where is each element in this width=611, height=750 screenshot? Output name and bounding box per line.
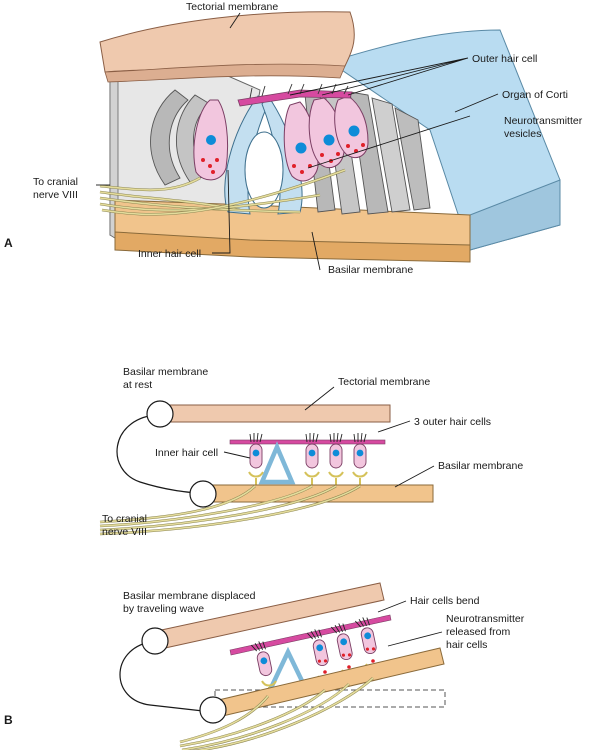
label-vesicles-1: Neurotransmitter: [504, 115, 583, 127]
label-released-3: hair cells: [446, 639, 487, 651]
label-3-outer: 3 outer hair cells: [414, 416, 491, 428]
panel-b-displaced: Basilar membrane displaced by traveling …: [4, 582, 525, 750]
label-rest-1: Basilar membrane: [123, 366, 208, 378]
nerve-fibers-a: [99, 168, 346, 216]
label-inner-hair-b: Inner hair cell: [155, 447, 218, 459]
label-nerve-a-1: To cranial: [33, 176, 78, 188]
label-nerve-b-1: To cranial: [102, 513, 147, 525]
label-rest-2: at rest: [123, 379, 152, 391]
label-released-2: released from: [446, 626, 510, 638]
label-displaced-1: Basilar membrane displaced: [123, 590, 256, 602]
label-released-1: Neurotransmitter: [446, 613, 525, 625]
tectorial-membrane-b: [154, 404, 391, 423]
panel-a: Tectorial membrane Outer hair cell Organ…: [4, 1, 583, 276]
label-outer-hair-cell: Outer hair cell: [472, 53, 537, 65]
label-nerve-a-2: nerve VIII: [33, 189, 78, 201]
label-organ-of-corti: Organ of Corti: [502, 89, 568, 101]
label-basilar-b: Basilar membrane: [438, 460, 523, 472]
label-displaced-2: by traveling wave: [123, 603, 204, 615]
panel-b-rest: Basilar membrane at rest Tectorial membr…: [99, 366, 523, 538]
panel-letter-a: A: [4, 236, 13, 250]
panel-letter-b: B: [4, 713, 13, 727]
label-nerve-b-2: nerve VIII: [102, 526, 147, 538]
label-vesicles-2: vesicles: [504, 128, 541, 140]
label-basilar-a: Basilar membrane: [328, 264, 413, 276]
label-tectorial-b: Tectorial membrane: [338, 376, 430, 388]
label-tectorial-membrane: Tectorial membrane: [186, 1, 278, 13]
label-hair-cells-bend: Hair cells bend: [410, 595, 480, 607]
tectorial-membrane-a: [99, 11, 355, 73]
label-inner-hair-cell-a: Inner hair cell: [138, 248, 201, 260]
